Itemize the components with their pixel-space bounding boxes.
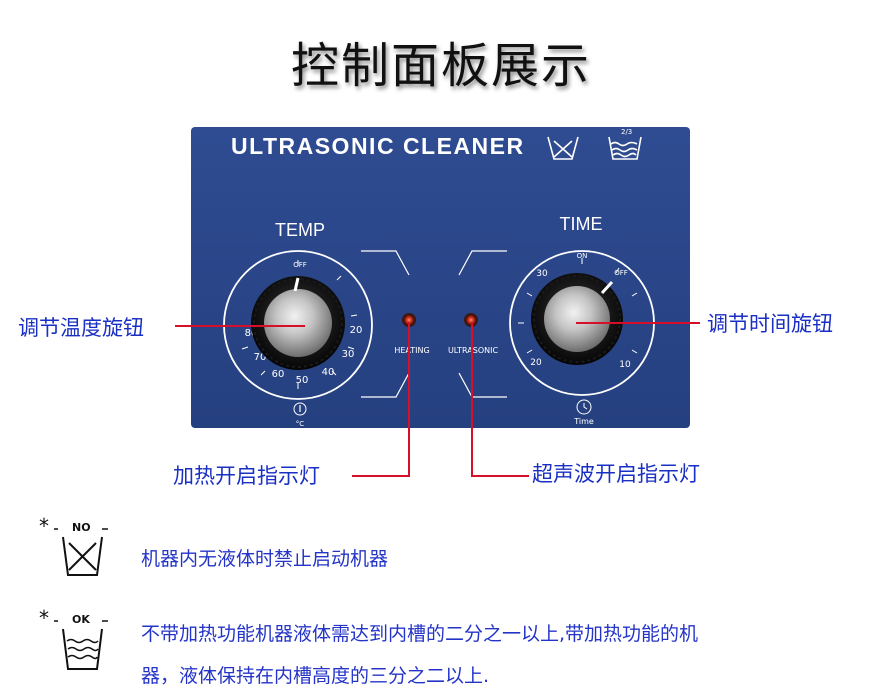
temp-knob-callout: 调节温度旋钮 <box>18 316 144 340</box>
no-badge: NO <box>72 521 91 534</box>
note-liquid-level-line2: 器，液体保持在内槽高度的三分之二以上. <box>141 665 490 687</box>
heating-light <box>402 313 416 327</box>
temp-label: TEMP <box>275 220 325 240</box>
ultrasonic-light-callout: 超声波开启指示灯 <box>532 462 700 486</box>
temp-tick-20: 20 <box>350 325 363 336</box>
liquid-level-icon <box>608 136 642 160</box>
temp-tick-40: 40 <box>322 367 335 378</box>
page-title: 控制面板展示 <box>290 38 591 94</box>
note-liquid-level-line1: 不带加热功能机器液体需达到内槽的二分之一以上,带加热功能的机 <box>141 623 699 645</box>
heating-light-callout: 加热开启指示灯 <box>173 464 320 488</box>
temp-tick-70: 70 <box>254 352 267 363</box>
no-liquid-icon <box>547 136 579 160</box>
temp-unit-label: °C <box>296 420 305 428</box>
fill-level-label: 2/3 <box>621 128 632 136</box>
control-panel-graphic: ULTRASONIC CLEANER 2/3 TEMP OFF 20 <box>223 128 655 428</box>
ultrasonic-callout-line-v <box>471 322 473 477</box>
ultrasonic-light <box>464 313 478 327</box>
no-liquid-icon: * NO <box>39 515 108 576</box>
time-on-label: ON <box>577 252 588 260</box>
center-bracket-lines <box>361 250 507 398</box>
temp-tick-60: 60 <box>272 369 285 380</box>
heating-label: HEATING <box>394 346 429 355</box>
control-panel: ULTRASONIC CLEANER 2/3 TEMP OFF 20 <box>191 127 690 428</box>
ultrasonic-callout-line-h <box>471 475 529 477</box>
liquid-level-icon: * OK <box>39 606 108 670</box>
time-tick-20: 20 <box>530 358 542 368</box>
clock-icon <box>576 399 592 415</box>
temp-callout-line <box>175 325 305 327</box>
time-off-label: OFF <box>614 269 628 277</box>
time-dial-ticks <box>518 258 646 354</box>
time-tick-10: 10 <box>619 360 631 370</box>
brand-label: ULTRASONIC CLEANER <box>231 133 525 159</box>
time-label: TIME <box>560 214 603 234</box>
time-tick-30: 30 <box>536 269 548 279</box>
temp-tick-30: 30 <box>342 349 355 360</box>
note-star: * <box>39 515 49 538</box>
temp-knob[interactable] <box>251 276 345 370</box>
heating-callout-line-h <box>352 475 410 477</box>
time-knob-callout: 调节时间旋钮 <box>707 312 833 336</box>
time-callout-line <box>576 322 700 324</box>
temp-dial-ticks <box>241 260 358 389</box>
time-knob[interactable] <box>531 273 623 365</box>
temp-tick-80: 80 <box>245 328 258 339</box>
temp-tick-50: 50 <box>296 375 309 386</box>
thermometer-icon <box>293 402 307 416</box>
temp-off-label: OFF <box>293 261 307 269</box>
time-caption: Time <box>573 417 594 426</box>
note-no-liquid-text: 机器内无液体时禁止启动机器 <box>141 548 389 570</box>
heating-callout-line-v <box>408 322 410 477</box>
note-star: * <box>39 606 49 630</box>
ultrasonic-label: ULTRASONIC <box>448 346 499 355</box>
ok-badge: OK <box>72 613 90 626</box>
